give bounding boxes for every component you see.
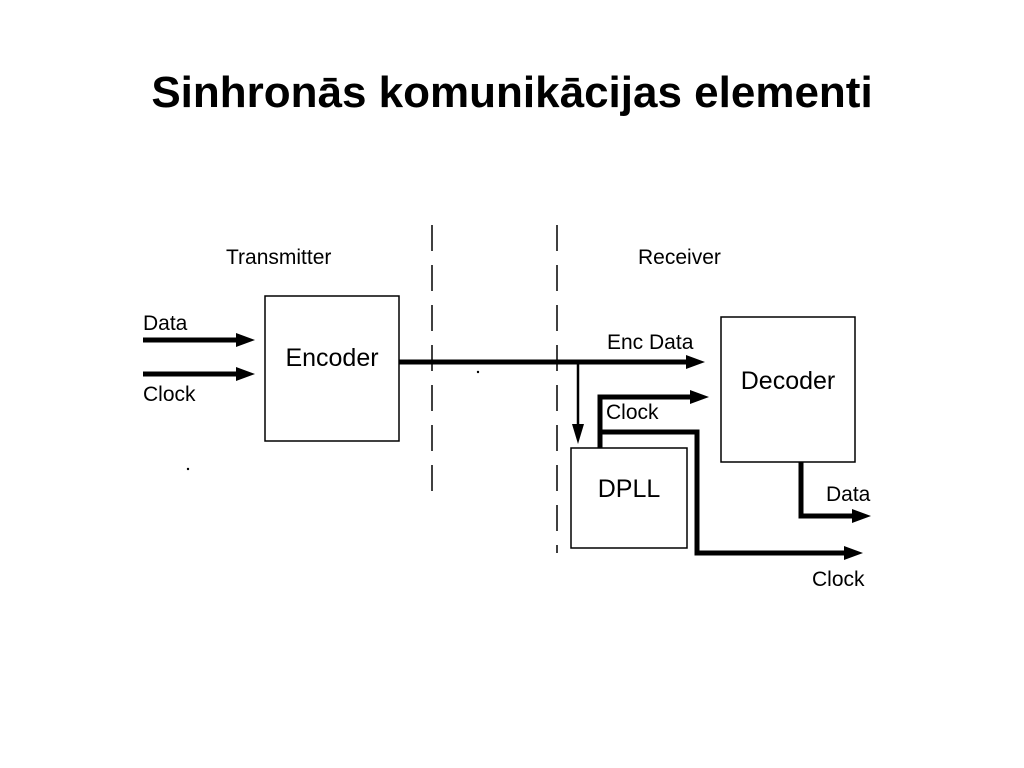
decoder-block — [720, 316, 856, 463]
dpll-label: DPLL — [598, 475, 661, 503]
tx-clock-input-label: Clock — [143, 383, 196, 406]
rx-clock-output-arrow — [597, 429, 863, 560]
tx-data-input-arrow — [143, 333, 255, 347]
tx-clock-input-arrow — [143, 367, 255, 381]
receiver-label: Receiver — [638, 246, 721, 269]
rx-clock-output-label: Clock — [812, 568, 865, 591]
dpll-block — [570, 447, 688, 549]
enc-data-arrow — [399, 355, 705, 369]
encoder-block — [264, 295, 400, 442]
rx-data-output-label: Data — [826, 483, 871, 506]
recovered-clock-label: Clock — [606, 401, 659, 424]
stray-dot — [476, 370, 480, 374]
enc-data-label: Enc Data — [607, 331, 694, 354]
enc-data-to-dpll-arrow — [572, 362, 584, 444]
tx-data-input-label: Data — [143, 312, 188, 335]
transmitter-label: Transmitter — [226, 246, 331, 269]
decoder-label: Decoder — [741, 367, 836, 395]
slide-title: Sinhronās komunikācijas elementi — [151, 68, 873, 117]
stray-dot — [186, 467, 190, 471]
rx-data-output-arrow — [798, 462, 871, 523]
encoder-label: Encoder — [285, 344, 378, 372]
